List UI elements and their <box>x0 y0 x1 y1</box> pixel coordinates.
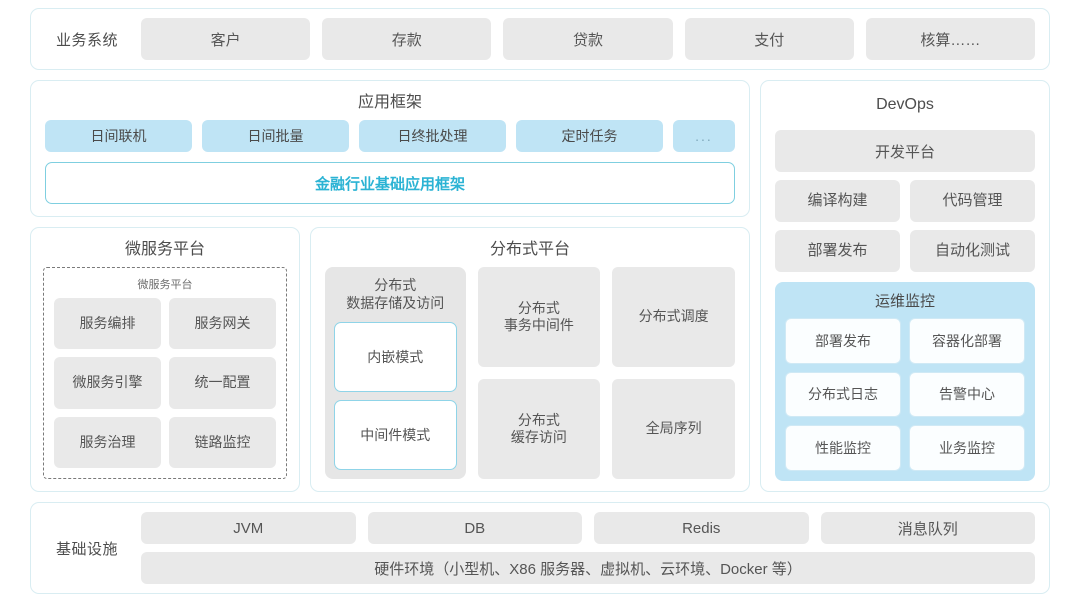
middle-band: 应用框架 日间联机 日间批量 日终批处理 定时任务 ... 金融行业基础应用框架… <box>30 80 1050 492</box>
framework-chip-eod-batch[interactable]: 日终批处理 <box>359 120 506 152</box>
devops-tile-code-management[interactable]: 代码管理 <box>910 180 1035 222</box>
distributed-data-storage-line2: 数据存储及访问 <box>346 294 445 311</box>
distributed-data-storage-heading: 分布式 数据存储及访问 <box>334 277 457 314</box>
devops-tile-compile-build[interactable]: 编译构建 <box>775 180 900 222</box>
infrastructure-items: JVM DB Redis 消息队列 <box>141 512 1035 544</box>
microservice-tile-engine[interactable]: 微服务引擎 <box>54 357 161 409</box>
microservice-tile-governance[interactable]: 服务治理 <box>54 416 161 468</box>
ops-tile-performance-monitor[interactable]: 性能监控 <box>785 425 901 471</box>
ops-monitoring-title: 运维监控 <box>874 293 935 310</box>
distributed-data-storage-line1: 分布式 <box>374 277 417 293</box>
devops-title: DevOps <box>876 96 934 113</box>
devops-card: DevOps 开发平台 编译构建 代码管理 部署发布 自动化测试 运维监控 部署… <box>760 80 1050 492</box>
microservice-inner-title: 微服务平台 <box>137 279 193 291</box>
infrastructure-item-db[interactable]: DB <box>367 512 582 544</box>
ops-monitoring-card: 运维监控 部署发布 容器化部署 分布式日志 告警中心 性能监控 业务监控 <box>775 282 1035 481</box>
distributed-platform-title: 分布式平台 <box>489 241 570 258</box>
ops-tile-container-deploy[interactable]: 容器化部署 <box>909 318 1025 364</box>
distributed-mode-embedded[interactable]: 内嵌模式 <box>334 322 457 392</box>
distributed-tile-transaction-middleware[interactable]: 分布式 事务中间件 <box>477 267 601 367</box>
microservice-platform-title: 微服务平台 <box>124 241 205 258</box>
microservice-tile-trace-monitor[interactable]: 链路监控 <box>169 416 276 468</box>
distributed-tile-transaction-middleware-text: 分布式 事务中间件 <box>504 300 574 335</box>
application-framework-card: 应用框架 日间联机 日间批量 日终批处理 定时任务 ... 金融行业基础应用框架 <box>30 80 750 217</box>
ops-tile-alert-center[interactable]: 告警中心 <box>909 371 1025 418</box>
dt0-l2: 事务中间件 <box>503 317 574 333</box>
infrastructure-item-message-queue[interactable]: 消息队列 <box>820 512 1035 544</box>
infrastructure-item-redis[interactable]: Redis <box>594 512 809 544</box>
dt2-l2: 缓存访问 <box>510 429 567 445</box>
framework-chip-daytime-online[interactable]: 日间联机 <box>45 120 192 152</box>
infrastructure-hardware-bar[interactable]: 硬件环境（小型机、X86 服务器、虚拟机、云环境、Docker 等） <box>141 552 1035 584</box>
ops-tile-distributed-log[interactable]: 分布式日志 <box>785 371 901 418</box>
framework-chip-scheduled-task[interactable]: 定时任务 <box>516 120 663 152</box>
dt0-l1: 分布式 <box>517 299 560 316</box>
dt2-l1: 分布式 <box>517 411 560 428</box>
business-system-row: 业务系统 客户 存款 贷款 支付 核算…… <box>30 8 1050 70</box>
application-framework-chips: 日间联机 日间批量 日终批处理 定时任务 ... <box>45 120 735 152</box>
microservice-tile-orchestration[interactable]: 服务编排 <box>54 298 161 350</box>
platform-row: 微服务平台 微服务平台 服务编排 服务网关 微服务引擎 统一配置 服务治理 链路… <box>30 227 750 492</box>
distributed-tile-scheduling[interactable]: 分布式调度 <box>612 267 735 367</box>
distributed-tile-cache-access[interactable]: 分布式 缓存访问 <box>477 379 601 479</box>
distributed-data-storage-card[interactable]: 分布式 数据存储及访问 内嵌模式 中间件模式 <box>325 267 466 479</box>
distributed-tile-cache-access-text: 分布式 缓存访问 <box>511 412 567 447</box>
ops-monitoring-grid: 部署发布 容器化部署 分布式日志 告警中心 性能监控 业务监控 <box>785 318 1025 471</box>
distributed-tile-grid: 分布式 事务中间件 分布式调度 分布式 缓存访问 <box>477 267 735 479</box>
finance-base-framework-bar[interactable]: 金融行业基础应用框架 <box>45 162 735 204</box>
application-framework-title: 应用框架 <box>357 94 422 111</box>
infrastructure-content: JVM DB Redis 消息队列 硬件环境（小型机、X86 服务器、虚拟机、云… <box>141 512 1035 584</box>
distributed-platform-card: 分布式平台 分布式 数据存储及访问 内嵌模式 中间件模式 <box>310 227 750 492</box>
devops-tile-automated-test[interactable]: 自动化测试 <box>910 230 1035 272</box>
devops-tile-deploy-release[interactable]: 部署发布 <box>775 230 900 272</box>
business-item-customer[interactable]: 客户 <box>141 18 311 60</box>
distributed-mode-middleware[interactable]: 中间件模式 <box>334 400 457 470</box>
infrastructure-row: 基础设施 JVM DB Redis 消息队列 硬件环境（小型机、X86 服务器、… <box>30 502 1050 594</box>
microservice-tile-grid: 服务编排 服务网关 微服务引擎 统一配置 服务治理 链路监控 <box>54 298 276 468</box>
ops-tile-deploy-release[interactable]: 部署发布 <box>785 318 901 364</box>
ops-tile-business-monitor[interactable]: 业务监控 <box>909 425 1025 471</box>
platform-column: 应用框架 日间联机 日间批量 日终批处理 定时任务 ... 金融行业基础应用框架… <box>30 80 750 492</box>
business-item-deposit[interactable]: 存款 <box>322 18 492 60</box>
distributed-tile-global-sequence[interactable]: 全局序列 <box>612 379 735 479</box>
distributed-grid: 分布式 数据存储及访问 内嵌模式 中间件模式 分布式 事务中间件 <box>325 267 735 479</box>
business-item-loan[interactable]: 贷款 <box>503 18 673 60</box>
microservice-platform-card: 微服务平台 微服务平台 服务编排 服务网关 微服务引擎 统一配置 服务治理 链路… <box>30 227 300 492</box>
devops-dev-platform[interactable]: 开发平台 <box>775 130 1035 172</box>
infrastructure-item-jvm[interactable]: JVM <box>141 512 356 544</box>
business-item-payment[interactable]: 支付 <box>684 18 854 60</box>
devops-pair-deploy: 部署发布 自动化测试 <box>775 230 1035 272</box>
framework-chip-more[interactable]: ... <box>673 120 735 152</box>
microservice-tile-unified-config[interactable]: 统一配置 <box>169 357 276 409</box>
devops-pair-build: 编译构建 代码管理 <box>775 180 1035 222</box>
business-system-label: 业务系统 <box>55 31 118 49</box>
framework-chip-daytime-batch[interactable]: 日间批量 <box>202 120 349 152</box>
business-item-accounting[interactable]: 核算…… <box>865 18 1036 60</box>
microservice-tile-gateway[interactable]: 服务网关 <box>169 298 276 350</box>
infrastructure-label: 基础设施 <box>55 540 118 558</box>
microservice-inner-box: 微服务平台 服务编排 服务网关 微服务引擎 统一配置 服务治理 链路监控 <box>43 267 287 479</box>
